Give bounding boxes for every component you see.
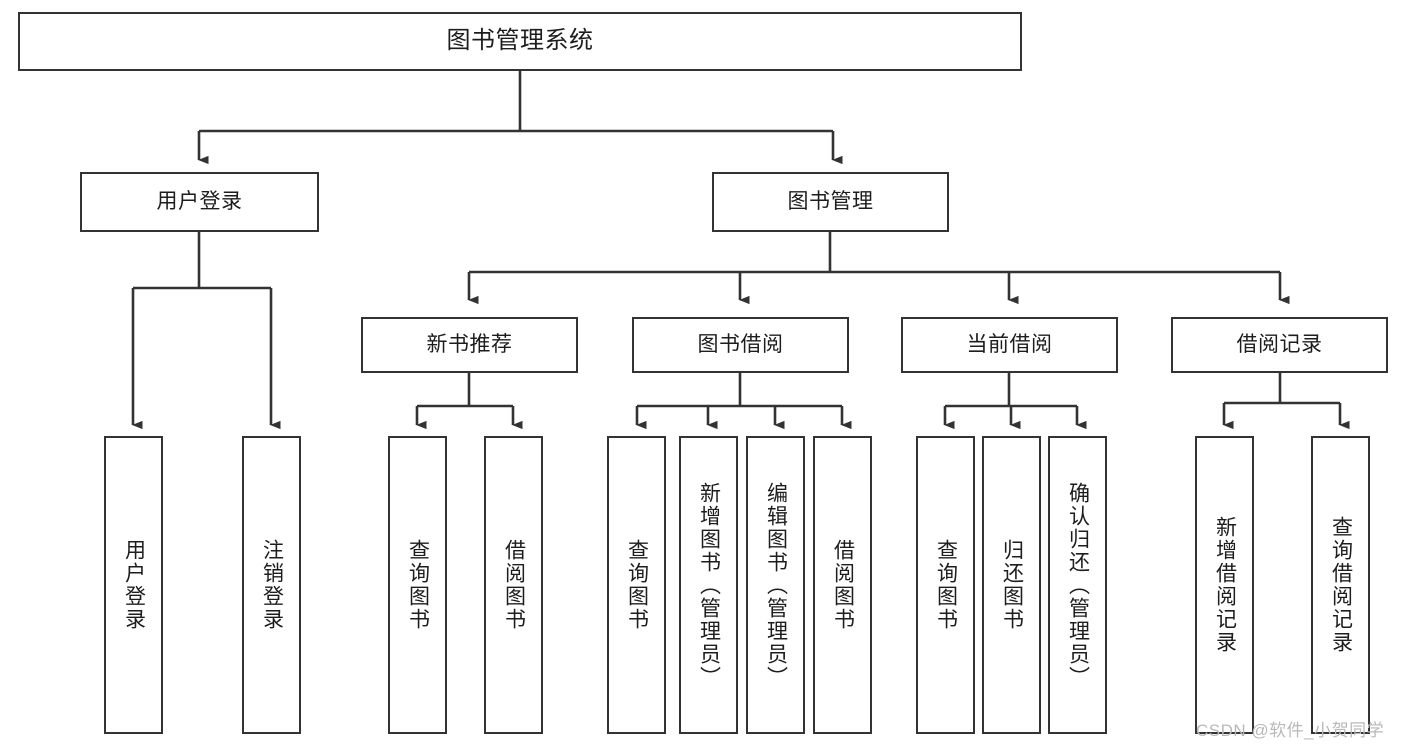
node-label: 借阅图书: [831, 539, 855, 631]
node-leaf-borrow-book-new-rec[interactable]: 借阅图书: [484, 436, 543, 734]
node-label: 编辑图书（管理员）: [764, 481, 788, 689]
node-leaf-query-book-current[interactable]: 查询图书: [916, 436, 975, 734]
node-leaf-return-book[interactable]: 归还图书: [982, 436, 1041, 734]
node-label: 用户登录: [122, 539, 146, 631]
node-leaf-query-book-new-rec[interactable]: 查询图书: [388, 436, 447, 734]
node-leaf-user-login[interactable]: 用户登录: [104, 436, 163, 734]
node-leaf-edit-book-admin[interactable]: 编辑图书（管理员）: [746, 436, 805, 734]
node-label: 归还图书: [1000, 539, 1024, 631]
node-leaf-borrow-book-borrow[interactable]: 借阅图书: [813, 436, 872, 734]
node-leaf-add-book-admin[interactable]: 新增图书（管理员）: [679, 436, 738, 734]
node-label: 确认归还（管理员）: [1066, 481, 1090, 689]
node-leaf-query-borrow-record[interactable]: 查询借阅记录: [1311, 436, 1370, 734]
node-root-book-management-system[interactable]: 图书管理系统: [18, 12, 1022, 71]
node-label: 新增图书（管理员）: [697, 481, 721, 689]
node-label: 借阅记录: [1236, 332, 1323, 356]
node-leaf-add-borrow-record[interactable]: 新增借阅记录: [1195, 436, 1254, 734]
node-leaf-logout[interactable]: 注销登录: [242, 436, 301, 734]
node-book-borrow[interactable]: 图书借阅: [632, 317, 849, 373]
node-label: 当前借阅: [966, 332, 1053, 356]
node-new-book-recommendation[interactable]: 新书推荐: [361, 317, 578, 373]
node-user-login[interactable]: 用户登录: [80, 172, 319, 232]
csdn-watermark: CSDN @软件_小贺同学: [1196, 721, 1385, 740]
node-label: 查询借阅记录: [1329, 516, 1353, 654]
node-label: 借阅图书: [502, 539, 526, 631]
node-label: 图书管理系统: [446, 27, 594, 55]
node-label: 用户登录: [156, 189, 243, 213]
node-label: 图书借阅: [697, 332, 784, 356]
node-label: 图书管理: [787, 189, 874, 213]
node-label: 新增借阅记录: [1213, 516, 1237, 654]
node-leaf-query-book-borrow[interactable]: 查询图书: [607, 436, 666, 734]
node-label: 新书推荐: [426, 332, 513, 356]
node-label: 查询图书: [406, 539, 430, 631]
node-current-borrow[interactable]: 当前借阅: [901, 317, 1118, 373]
node-label: 注销登录: [260, 539, 284, 631]
node-book-manage[interactable]: 图书管理: [712, 172, 949, 232]
node-label: 查询图书: [625, 539, 649, 631]
node-label: 查询图书: [934, 539, 958, 631]
node-leaf-confirm-return-admin[interactable]: 确认归还（管理员）: [1048, 436, 1107, 734]
node-borrow-record[interactable]: 借阅记录: [1171, 317, 1388, 373]
